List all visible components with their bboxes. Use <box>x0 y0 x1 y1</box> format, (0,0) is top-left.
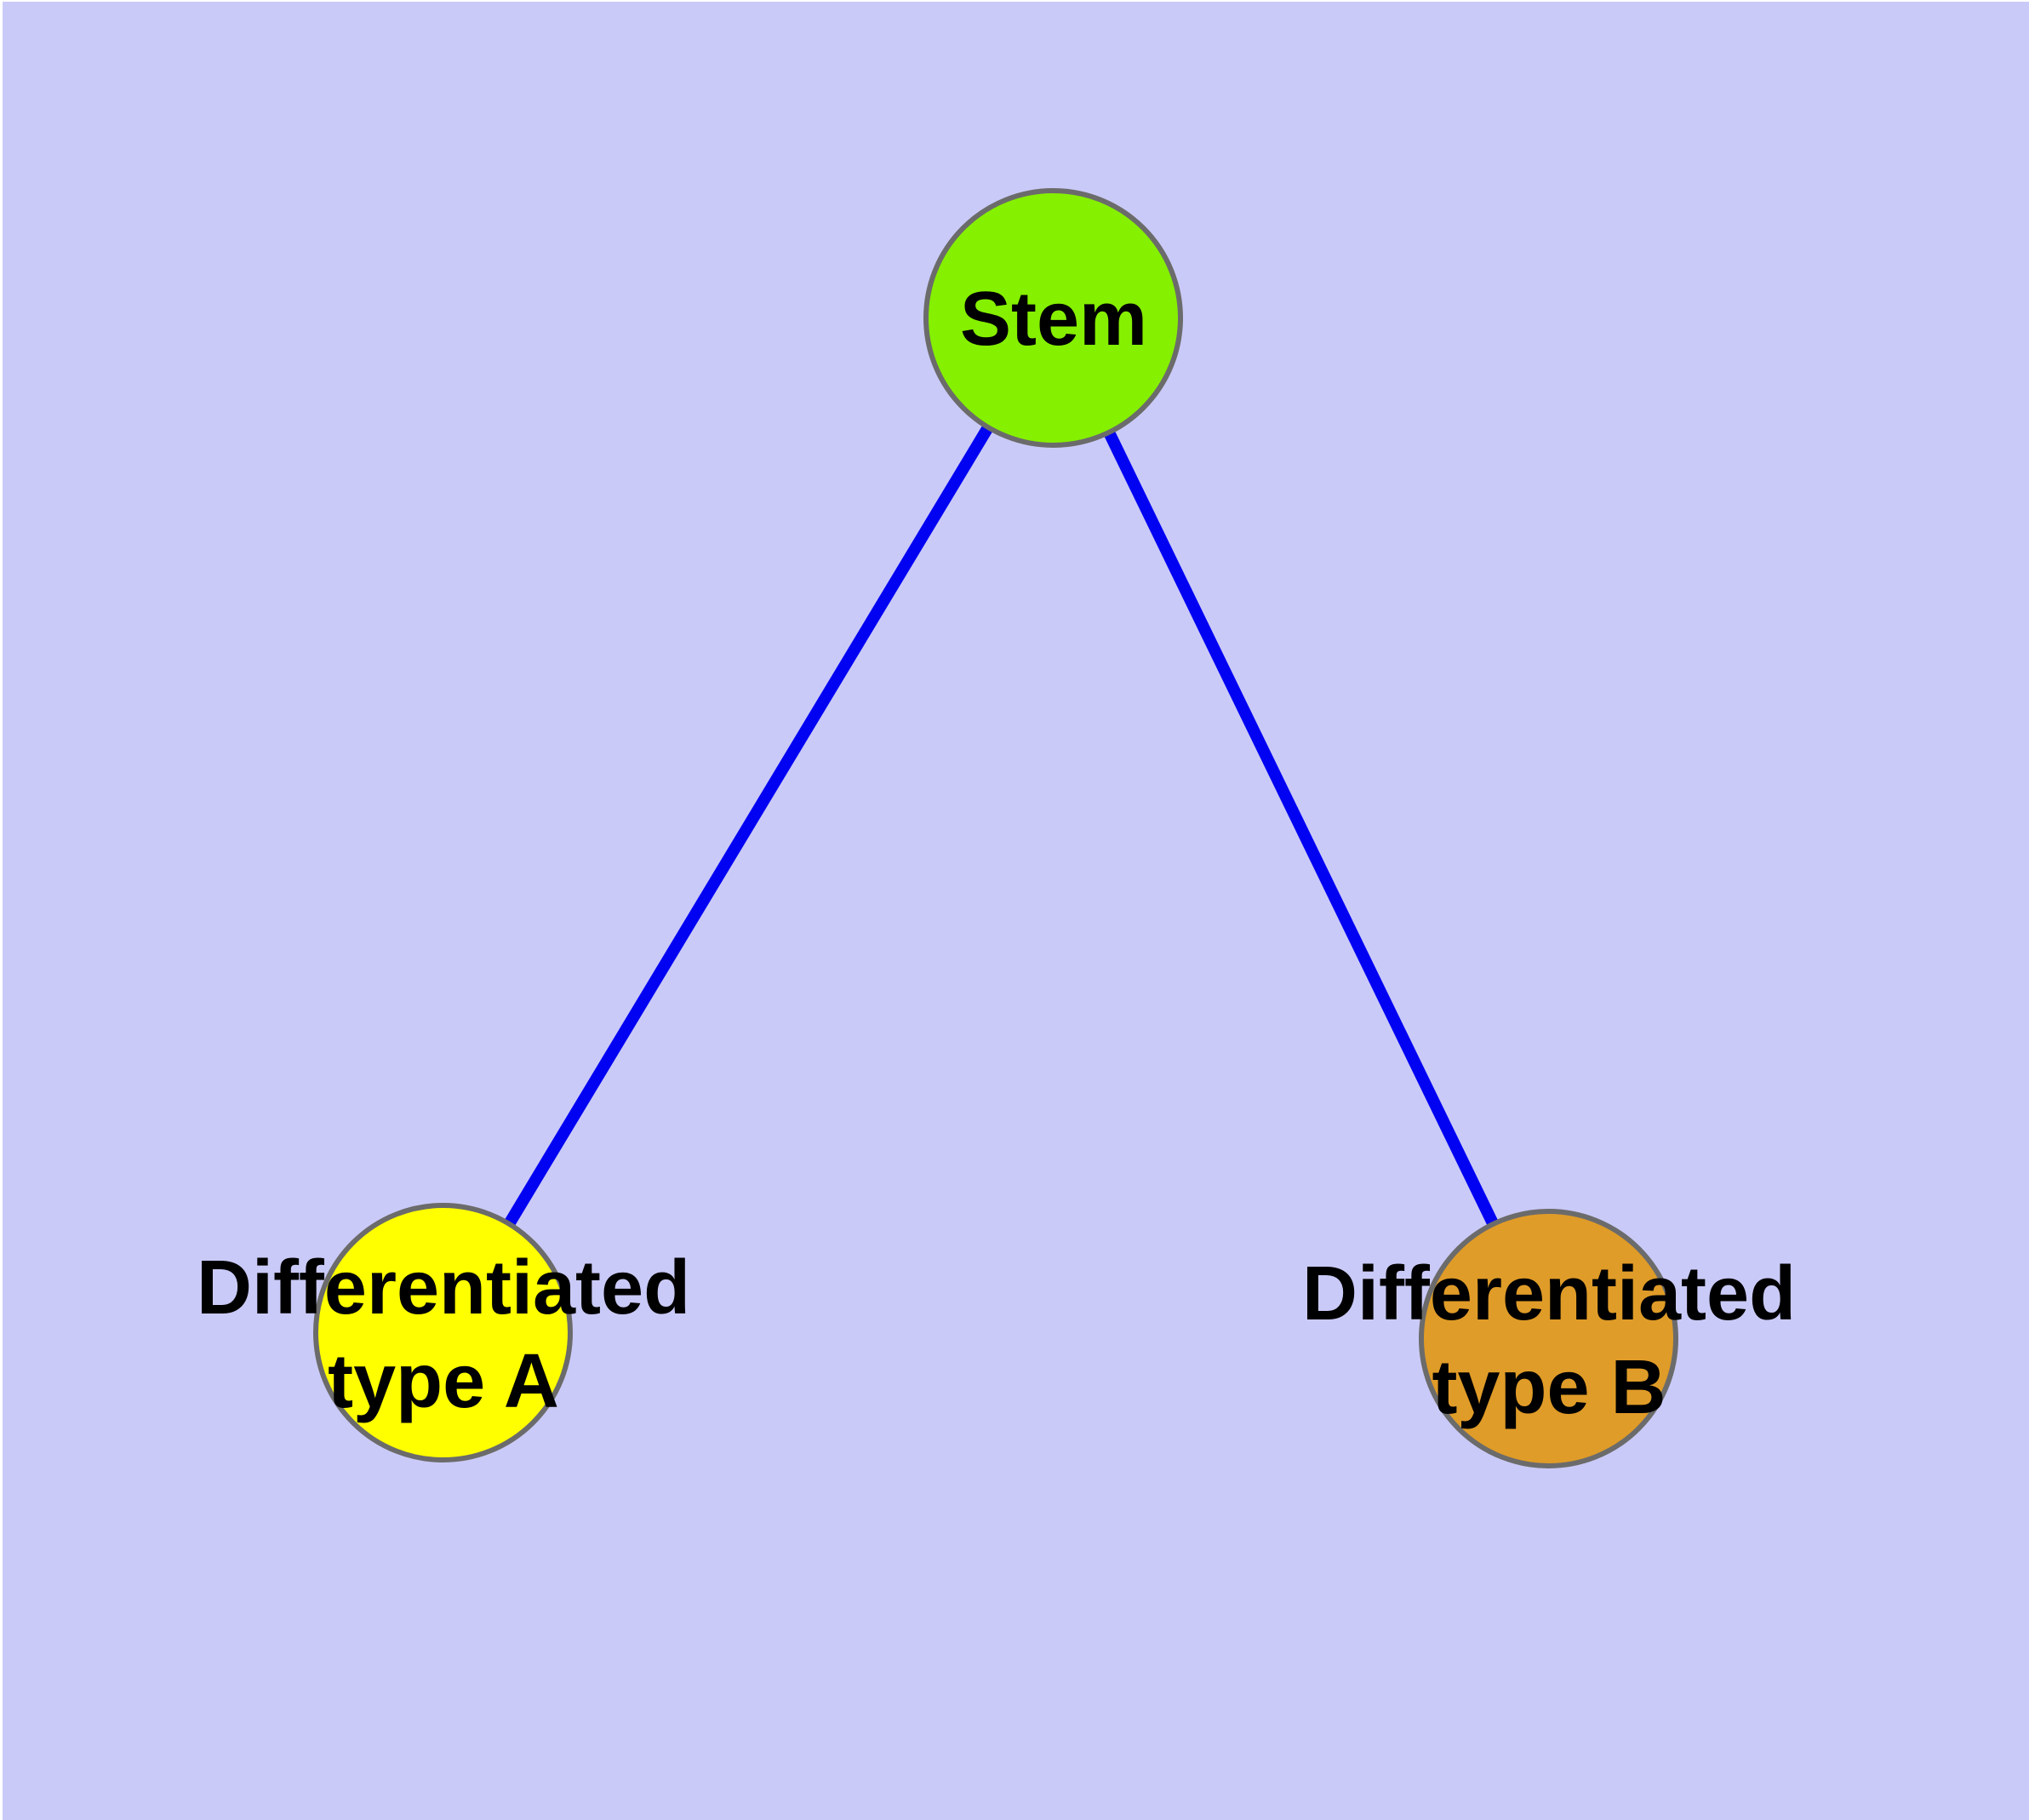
window-frame-top-edge <box>0 0 2029 2</box>
edge-stem-to-type-a <box>438 315 1059 1336</box>
type-a-label-line2: type A <box>328 1339 559 1424</box>
window-frame-left-edge <box>0 0 3 1820</box>
edge-stem-to-type-b <box>1048 315 1555 1342</box>
type-b-label-line2: type B <box>1432 1345 1666 1430</box>
stem-node-label-line1: Stem <box>959 277 1148 363</box>
stem-node-label: Stem <box>960 273 1147 367</box>
differentiated-type-b-node-label: Differentiated type B <box>1302 1248 1796 1435</box>
stem-node[interactable] <box>923 188 1183 448</box>
differentiated-type-b-node[interactable] <box>1419 1209 1678 1468</box>
differentiated-type-a-node-label: Differentiated type A <box>197 1242 690 1429</box>
differentiated-type-a-node[interactable] <box>313 1203 573 1462</box>
type-a-label-line1: Differentiated <box>196 1245 691 1331</box>
type-b-label-line1: Differentiated <box>1301 1251 1797 1337</box>
